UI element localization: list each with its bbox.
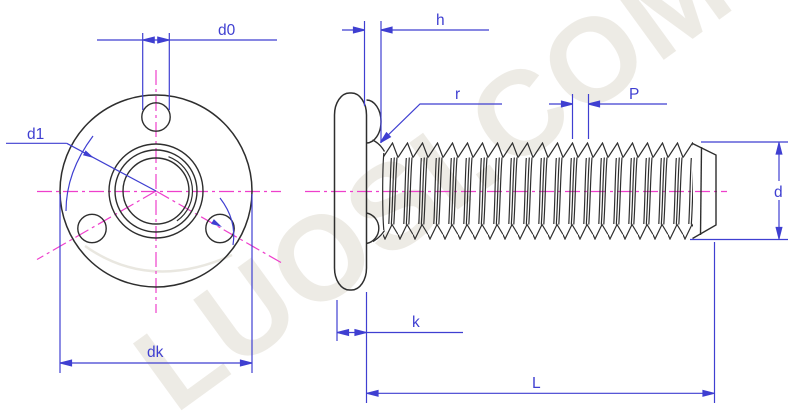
d1-arc-upper-left [65,135,94,212]
l-arrow-left [366,389,379,397]
d1-arrow-upper [82,150,96,161]
weld-projection-bottom [366,212,380,245]
projection-hole-lower-right [205,213,235,244]
centerline-diagonal-left [36,190,157,261]
l-arrow-right [702,389,715,397]
dimension-h: h [342,12,489,143]
front-view: d0 d1 dk [6,22,282,373]
p-label: P [629,86,639,103]
d1-label: d1 [27,126,44,143]
front-centerlines [36,70,282,313]
h-label: h [436,12,445,29]
side-view: h r P d [305,12,788,403]
flange-outer-circle [59,94,253,288]
chamfer-start-line [699,146,703,236]
dimension-d1: d1 [6,126,235,246]
thread-band [383,142,693,240]
boss-circle [108,143,204,239]
dimension-l: L [366,242,716,403]
d1-arrow-lower [211,219,224,230]
dimension-r: r [377,86,502,146]
dimension-d: d [690,141,788,241]
d1-leader [66,142,157,192]
d0-arrow-right [157,36,170,44]
dimension-dk: dk [59,194,253,373]
projection-hole-top [141,102,171,132]
d-arrow-bottom [775,226,783,240]
projection-hole-lower-left [77,213,107,244]
dk-label: dk [147,344,164,361]
r-leader [381,103,502,142]
centerline-diagonal-right [155,190,282,264]
dk-arrow-left [59,359,73,367]
k-arrow-left [336,329,350,336]
k-arrow-right [354,329,367,336]
d-label: d [774,184,783,201]
dimension-p: P [549,86,667,139]
d1-arc-lower-right [219,197,235,246]
h-arrow-left [352,26,366,34]
shaft-end-chamfer [692,142,717,240]
flange-head-profile [333,92,368,291]
d-arrow-top [775,142,783,155]
d0-label: d0 [218,22,236,39]
internal-thread-arc [168,156,194,222]
d0-arrow-left [142,36,155,44]
k-label: k [412,314,420,331]
thread-major-circle [114,149,198,233]
h-arrow-right [380,26,393,34]
l-label: L [532,375,541,392]
dimension-k: k [336,292,463,403]
watermark-arc [84,244,233,273]
r-label: r [455,86,460,103]
thread-minor-circle [122,157,190,225]
dimension-d0: d0 [97,22,277,110]
